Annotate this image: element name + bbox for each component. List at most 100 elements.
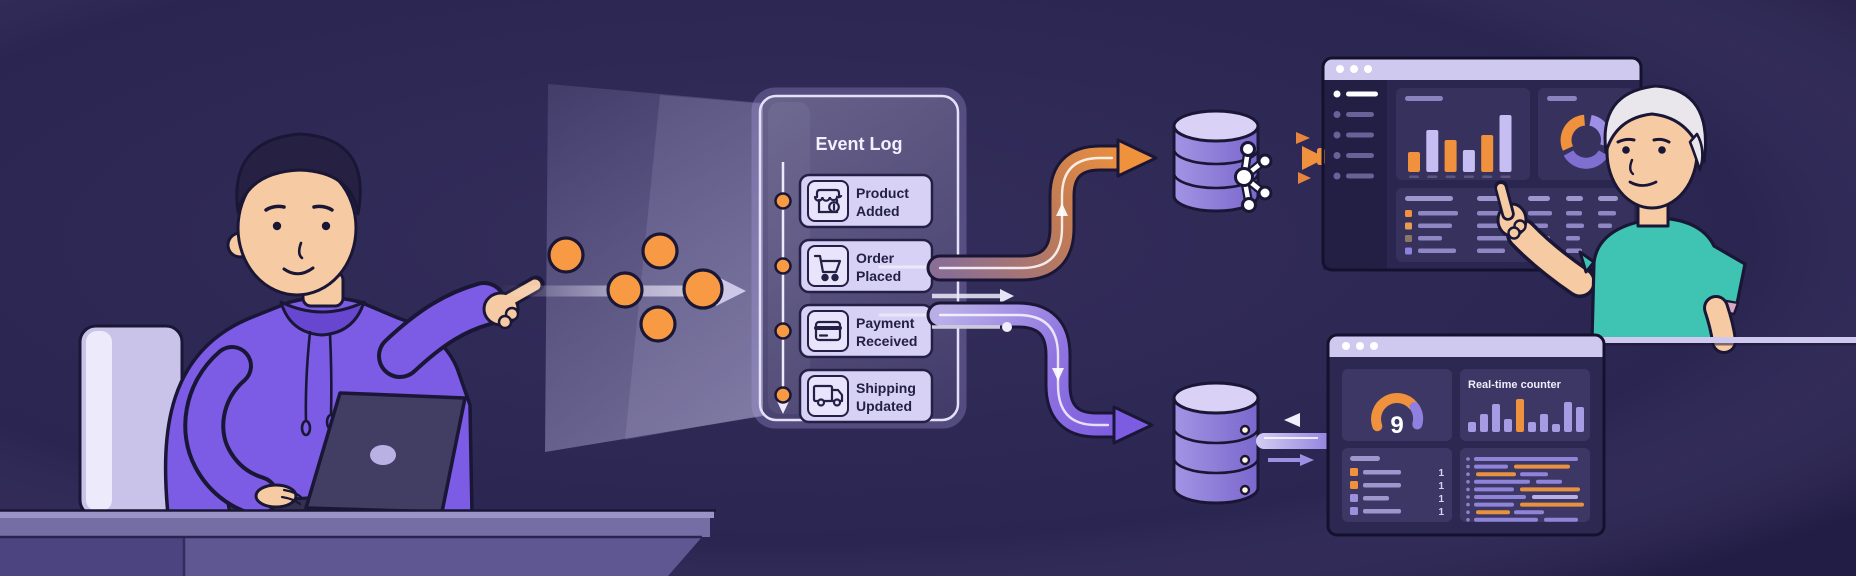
log-line-bar — [1514, 510, 1544, 515]
laptop-logo — [370, 445, 396, 465]
table-cell-bar — [1477, 223, 1503, 228]
list-value: 1 — [1438, 481, 1444, 492]
sidebar-items — [1333, 90, 1378, 180]
counter-bar — [1576, 407, 1584, 432]
svg-text:Product: Product — [856, 185, 909, 201]
sidebar-item-dot — [1333, 152, 1341, 159]
svg-text:Received: Received — [856, 333, 917, 349]
svg-text:Placed: Placed — [856, 268, 901, 284]
shelf-line — [1600, 337, 1856, 346]
log-line-bar — [1520, 487, 1580, 492]
counter-bar — [1528, 422, 1536, 432]
purple-arrowhead-icon — [1112, 405, 1154, 445]
table-header-bar — [1566, 196, 1583, 201]
eye — [321, 221, 331, 231]
table-cell-bar — [1418, 223, 1452, 228]
sidebar-item-dot — [1333, 131, 1341, 139]
counter-bar — [1468, 422, 1476, 432]
table-cell-bar — [1566, 248, 1582, 253]
log-dot — [1466, 457, 1470, 461]
sidebar-item-label-bar — [1346, 132, 1374, 138]
smile — [282, 266, 315, 276]
orange-arrowhead-icon — [1116, 138, 1158, 178]
log-rows — [1466, 457, 1584, 522]
eye — [1658, 146, 1666, 154]
db-to-dashboard-arrows — [1258, 132, 1326, 184]
sidebar-item-dot — [1333, 111, 1341, 118]
table-cell-bar — [1477, 236, 1509, 241]
table-header-bar — [1405, 196, 1453, 201]
hair-left — [235, 132, 362, 216]
row-status-square — [1405, 210, 1412, 217]
counter-bars — [1468, 399, 1584, 432]
credit-card-icon — [814, 320, 842, 342]
counter-title: Real-time counter — [1468, 379, 1562, 391]
table-cell-bar — [1418, 236, 1442, 241]
list-square — [1350, 494, 1358, 502]
event-item-shipping-updated: Shipping Updated — [798, 368, 934, 424]
sidebar-item-label-bar — [1346, 153, 1374, 158]
eye — [1622, 146, 1630, 154]
store-icon — [813, 188, 843, 214]
pointing-hand-right — [1494, 180, 1528, 240]
stream-to-storage — [878, 301, 1154, 445]
realtime-counter-card: Real-time counter — [1460, 369, 1590, 441]
list-square — [1350, 481, 1358, 489]
log-line-bar — [1474, 517, 1538, 522]
axis-tick — [1463, 175, 1474, 178]
list-value: 1 — [1438, 468, 1444, 479]
log-line-bar — [1544, 517, 1578, 522]
axis-tick — [1409, 175, 1419, 178]
log-line-bar — [1474, 479, 1530, 484]
counter-bar — [1564, 402, 1572, 432]
bar-chart-card — [1396, 88, 1530, 180]
sidebar-item-dot — [1333, 172, 1341, 180]
row-status-square — [1405, 235, 1412, 242]
database-bottom — [1172, 381, 1260, 505]
analyst-right — [1494, 84, 1747, 354]
bar — [1462, 150, 1475, 172]
timeline-dot — [774, 322, 792, 340]
table-cell-bar — [1566, 211, 1582, 216]
counter-bar — [1516, 399, 1524, 432]
table-header-bar — [1598, 196, 1618, 201]
window-controls-icon — [1342, 342, 1378, 350]
log-line-bar — [1474, 495, 1526, 499]
axis-tick — [1482, 175, 1493, 178]
list-square — [1350, 468, 1358, 476]
sidebar-item-label-bar — [1346, 173, 1374, 179]
log-dot — [1466, 480, 1470, 484]
event-dot — [547, 236, 585, 274]
db-status-lights — [1239, 424, 1251, 496]
log-line-bar — [1474, 502, 1514, 507]
gauge-chart — [1371, 393, 1424, 432]
stream-inner-arrow-icon — [1052, 368, 1064, 381]
log-dot — [1466, 464, 1470, 469]
event-log-panel: Event Log — [751, 87, 967, 429]
svg-text:Added: Added — [856, 203, 900, 219]
log-line-bar — [1476, 510, 1510, 515]
timeline-dot — [774, 257, 792, 275]
cart-icon — [813, 254, 842, 282]
bar — [1408, 152, 1420, 172]
event-dots — [547, 232, 724, 343]
axis-tick — [1445, 175, 1456, 178]
dashboard-window-top — [1317, 56, 1643, 272]
timeline-dot — [774, 386, 792, 404]
log-line-bar — [1514, 464, 1570, 469]
table-cell-bar — [1528, 211, 1552, 216]
row-status-square — [1405, 247, 1412, 255]
stream-dot-line — [932, 322, 1012, 332]
log-dot — [1466, 472, 1470, 477]
table-cell-bar — [1598, 223, 1612, 228]
event-item-product-added: Product Added — [798, 173, 934, 229]
log-card — [1460, 448, 1590, 522]
log-line-bar — [1476, 472, 1516, 477]
eye — [272, 221, 282, 231]
log-dot — [1466, 502, 1470, 507]
bar — [1481, 135, 1494, 172]
list-square — [1350, 507, 1358, 515]
office-chair — [78, 324, 184, 518]
head-right — [1603, 84, 1707, 210]
